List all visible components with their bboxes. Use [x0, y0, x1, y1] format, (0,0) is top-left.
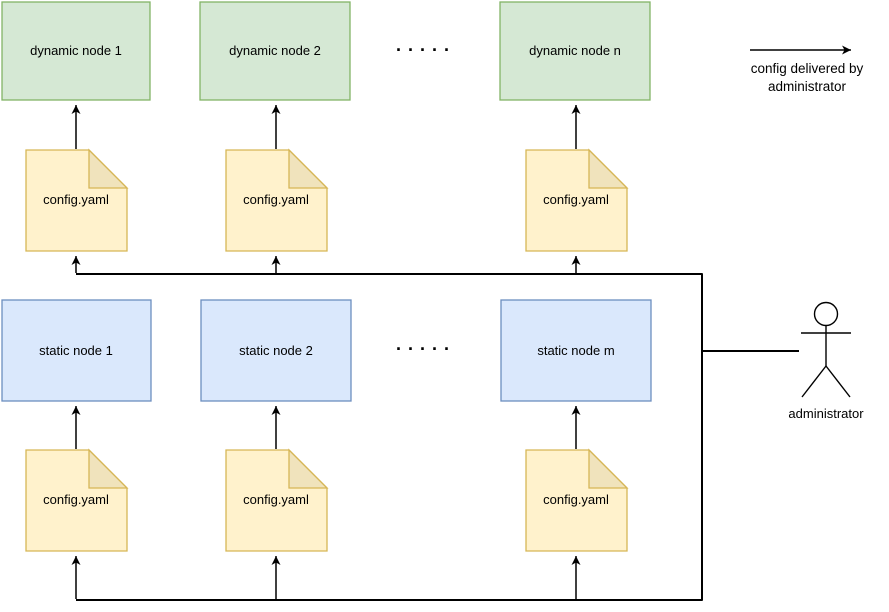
- static-node-1: static node 1: [1, 299, 152, 402]
- legend: config delivered by administrator: [750, 45, 864, 94]
- config-file-label: config.yaml: [543, 192, 609, 207]
- config-file-dynamic-n: config.yaml: [525, 148, 629, 252]
- file-fold-icon: [588, 448, 629, 489]
- file-fold-icon: [588, 148, 629, 189]
- static-node-m: static node m: [500, 299, 652, 402]
- static-node-1-label: static node 1: [39, 343, 113, 358]
- config-file-label: config.yaml: [243, 492, 309, 507]
- config-delivery-path: [76, 273, 703, 601]
- dynamic-node-2-label: dynamic node 2: [229, 43, 321, 58]
- file-fold-icon: [288, 448, 329, 489]
- dynamic-node-1-label: dynamic node 1: [30, 43, 122, 58]
- config-file-dynamic-2: config.yaml: [225, 148, 329, 252]
- dynamic-node-2: dynamic node 2: [199, 1, 351, 101]
- static-node-m-box: [500, 299, 652, 402]
- static-node-2-label: static node 2: [239, 343, 313, 358]
- dynamic-node-n: dynamic node n: [499, 1, 651, 101]
- static-node-m-label: static node m: [537, 343, 614, 358]
- legend-caption-line1: config delivered by: [751, 61, 864, 76]
- config-file-label: config.yaml: [43, 192, 109, 207]
- administrator-label: administrator: [788, 406, 864, 421]
- dynamic-node-n-label: dynamic node n: [529, 43, 621, 58]
- static-node-2-box: [200, 299, 352, 402]
- dynamic-row-ellipsis: . . . . .: [396, 35, 450, 55]
- dynamic-node-n-box: [499, 1, 651, 101]
- static-row-ellipsis: . . . . .: [396, 334, 450, 354]
- config-file-label: config.yaml: [43, 492, 109, 507]
- file-fold-icon: [88, 148, 129, 189]
- dynamic-node-2-box: [199, 1, 351, 101]
- static-node-2: static node 2: [200, 299, 352, 402]
- static-node-1-box: [1, 299, 152, 402]
- config-file-label: config.yaml: [243, 192, 309, 207]
- dynamic-node-1: dynamic node 1: [1, 1, 151, 101]
- config-file-static-m: config.yaml: [525, 448, 629, 552]
- config-file-static-2: config.yaml: [225, 448, 329, 552]
- legend-caption-line2: administrator: [768, 79, 847, 94]
- config-file-label: config.yaml: [543, 492, 609, 507]
- config-file-dynamic-1: config.yaml: [25, 148, 129, 252]
- administrator-actor: administrator: [788, 301, 864, 421]
- file-fold-icon: [88, 448, 129, 489]
- config-file-static-1: config.yaml: [25, 448, 129, 552]
- administrator-stick-figure-icon: [801, 301, 851, 398]
- dynamic-node-1-box: [1, 1, 151, 101]
- file-fold-icon: [288, 148, 329, 189]
